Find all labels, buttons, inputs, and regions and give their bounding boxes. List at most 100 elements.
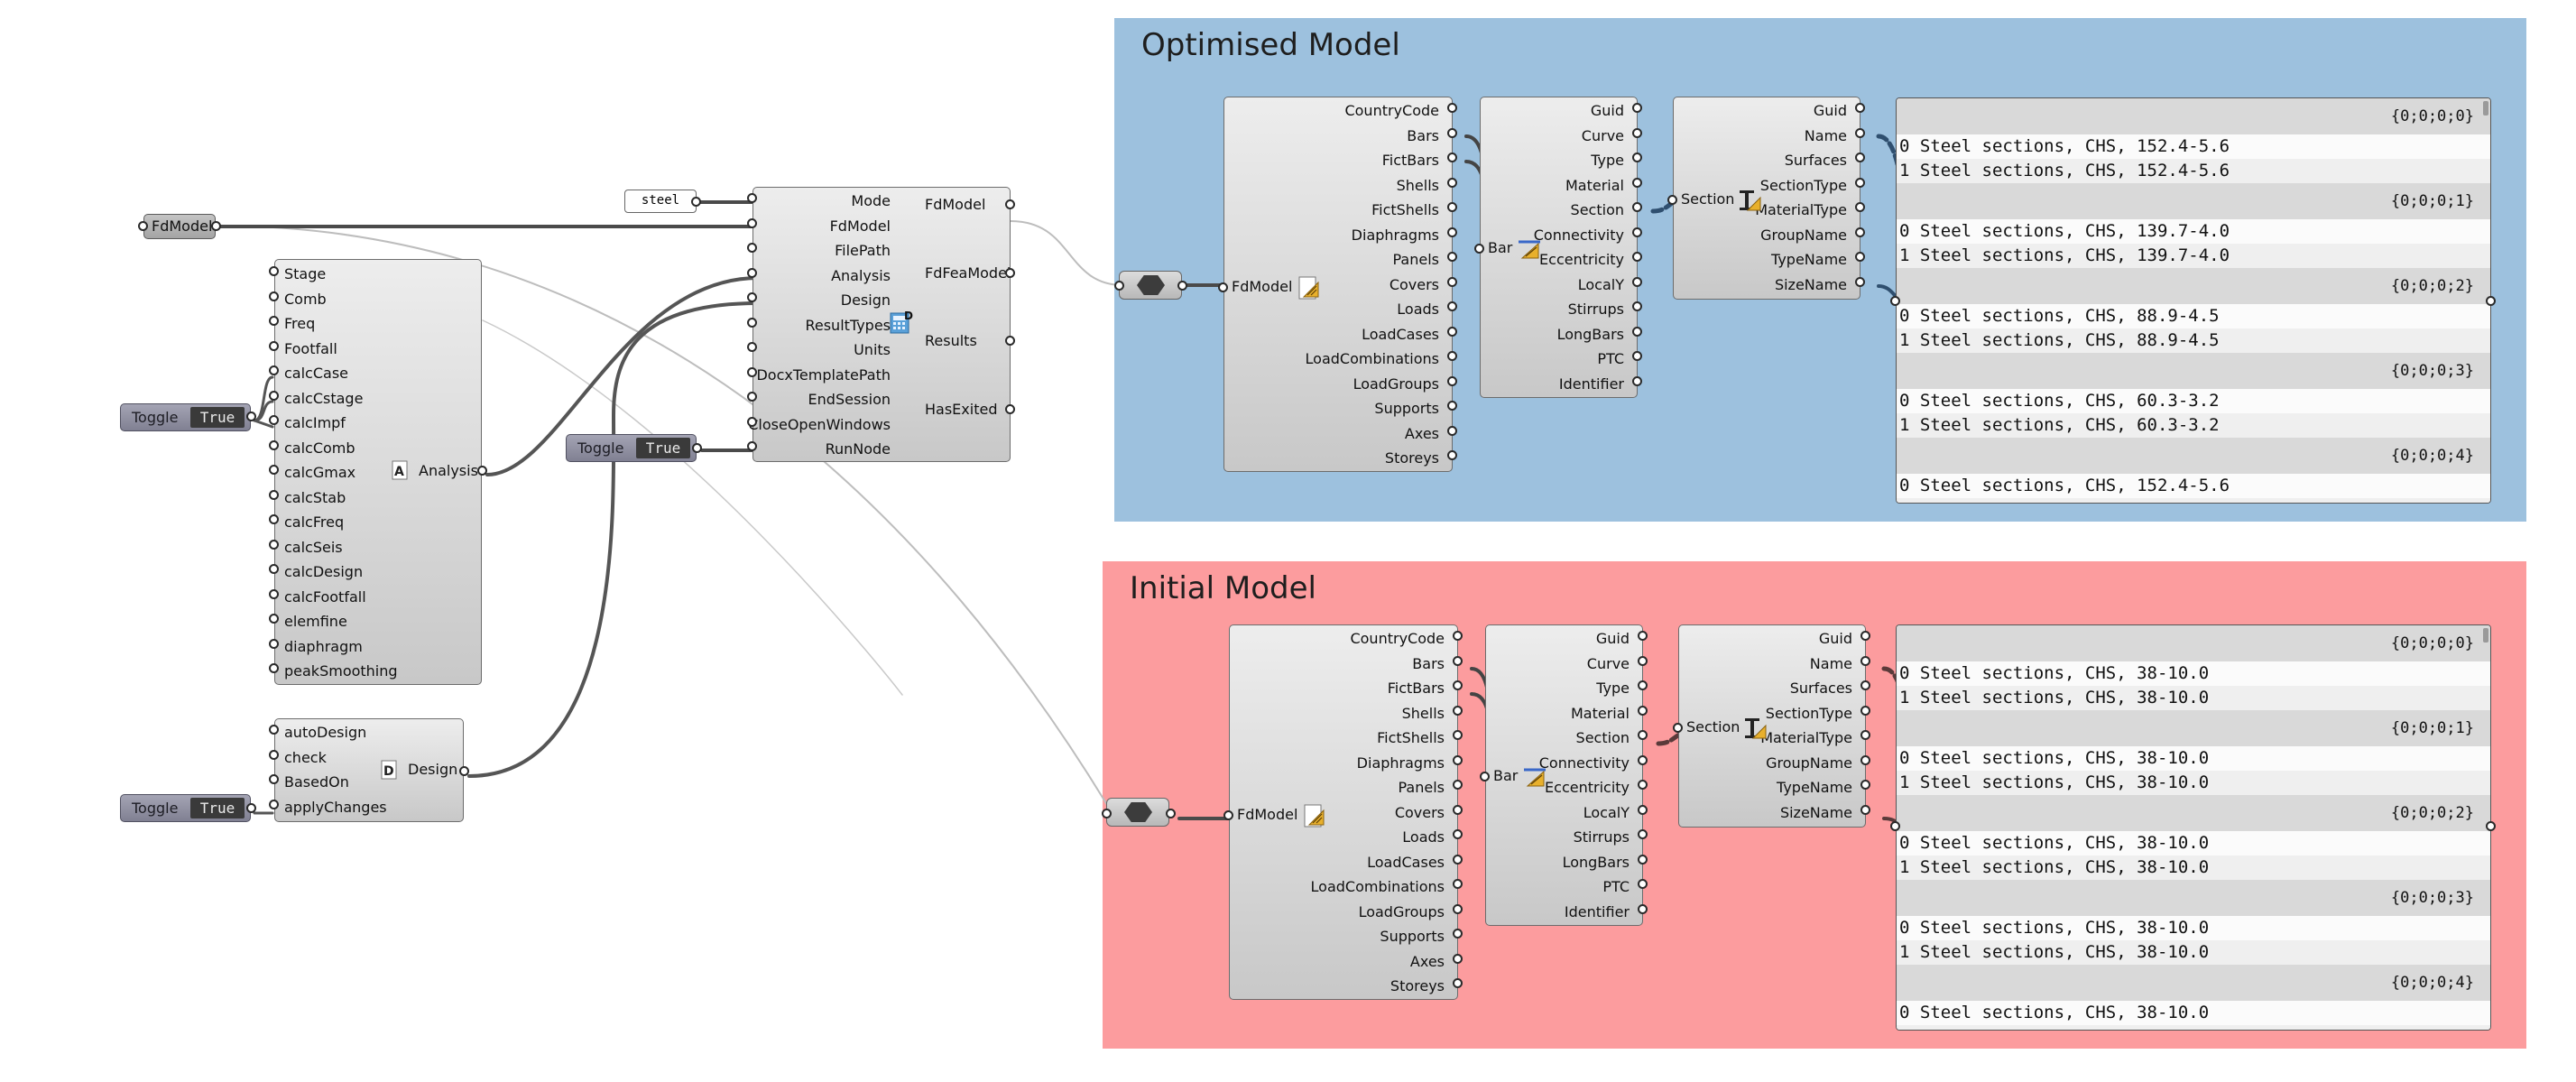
param-grip[interactable] bbox=[1855, 127, 1865, 138]
deconstruct-section-output-6[interactable]: TypeName bbox=[1771, 251, 1847, 268]
design-input-1[interactable]: check bbox=[284, 748, 327, 766]
deconstruct-section-output-2[interactable]: Surfaces bbox=[1784, 152, 1847, 169]
deconstruct-model-output-10[interactable]: LoadCombinations bbox=[1305, 350, 1439, 367]
deconstruct-section-input[interactable]: Section bbox=[1681, 190, 1735, 208]
param-grip[interactable] bbox=[269, 539, 279, 550]
analysis-input-7[interactable]: calcComb bbox=[284, 439, 355, 457]
param-grip[interactable] bbox=[1638, 754, 1648, 765]
input-grip[interactable] bbox=[138, 221, 148, 231]
deconstruct-model-output-2[interactable]: FictBars bbox=[1381, 152, 1439, 169]
deconstruct-model-output-12[interactable]: Supports bbox=[1374, 400, 1439, 417]
deconstruct-section-output-3[interactable]: SectionType bbox=[1765, 704, 1852, 722]
param-grip[interactable] bbox=[1638, 903, 1648, 914]
deconstruct-section-output-6[interactable]: TypeName bbox=[1777, 779, 1852, 796]
param-grip[interactable] bbox=[1453, 631, 1463, 641]
deconstruct-model-output-6[interactable]: Panels bbox=[1398, 779, 1445, 796]
deconstruct-model-output-0[interactable]: CountryCode bbox=[1350, 630, 1445, 647]
param-grip[interactable] bbox=[1860, 680, 1870, 690]
param-grip[interactable] bbox=[1480, 772, 1490, 781]
deconstruct-bar-output-4[interactable]: Section bbox=[1570, 201, 1624, 218]
deconstruct-bar-output-3[interactable]: Material bbox=[1571, 704, 1630, 722]
output-grip[interactable] bbox=[211, 221, 221, 231]
param-grip[interactable] bbox=[269, 340, 279, 351]
param-grip[interactable] bbox=[269, 365, 279, 375]
param-grip[interactable] bbox=[1223, 810, 1233, 820]
param-grip[interactable] bbox=[269, 774, 279, 784]
deconstruct-bar-output-5[interactable]: Connectivity bbox=[1538, 754, 1630, 772]
deconstruct-section-output-4[interactable]: MaterialType bbox=[1755, 201, 1847, 218]
deconstruct-model-output-7[interactable]: Covers bbox=[1389, 275, 1439, 293]
param-grip[interactable] bbox=[1632, 301, 1642, 311]
deconstruct-bar-output-6[interactable]: Eccentricity bbox=[1545, 779, 1630, 796]
steel-text-panel[interactable]: steel bbox=[624, 190, 697, 213]
deconstruct-model-output-6[interactable]: Panels bbox=[1392, 251, 1440, 268]
param-grip[interactable] bbox=[1453, 730, 1463, 740]
input-grip[interactable] bbox=[1890, 821, 1900, 831]
param-grip[interactable] bbox=[747, 416, 757, 427]
param-grip[interactable] bbox=[1453, 754, 1463, 765]
param-grip[interactable] bbox=[1005, 403, 1015, 414]
param-grip[interactable] bbox=[1860, 754, 1870, 765]
optimised-section-panel[interactable]: {0;0;0;0}0 Steel sections, CHS, 152.4-5.… bbox=[1896, 97, 2491, 504]
runner-output-1[interactable]: FdFeaModel bbox=[925, 264, 1011, 282]
param-grip[interactable] bbox=[747, 366, 757, 377]
output-grip[interactable] bbox=[246, 803, 256, 813]
param-grip[interactable] bbox=[1453, 854, 1463, 865]
param-grip[interactable] bbox=[1632, 177, 1642, 188]
param-grip[interactable] bbox=[1632, 375, 1642, 386]
param-grip[interactable] bbox=[1447, 202, 1457, 212]
param-grip[interactable] bbox=[1667, 195, 1677, 205]
param-grip[interactable] bbox=[269, 316, 279, 326]
analysis-input-14[interactable]: elemfine bbox=[284, 613, 347, 630]
runner-output-0[interactable]: FdModel bbox=[925, 196, 986, 213]
output-grip[interactable] bbox=[692, 443, 702, 453]
param-grip[interactable] bbox=[1453, 978, 1463, 988]
param-grip[interactable] bbox=[1632, 252, 1642, 262]
runner-output-2[interactable]: Results bbox=[925, 332, 977, 349]
param-grip[interactable] bbox=[1632, 103, 1642, 113]
deconstruct-model-output-5[interactable]: Diaphragms bbox=[1356, 754, 1445, 772]
deconstruct-bar-output-0[interactable]: Guid bbox=[1590, 102, 1624, 119]
param-grip[interactable] bbox=[269, 390, 279, 401]
run-toggle[interactable]: Toggle True bbox=[566, 434, 697, 462]
param-grip[interactable] bbox=[1855, 103, 1865, 113]
deconstruct-bar-output-11[interactable]: Identifier bbox=[1564, 902, 1630, 920]
param-grip[interactable] bbox=[1453, 680, 1463, 690]
design-input-2[interactable]: BasedOn bbox=[284, 773, 349, 791]
param-grip[interactable] bbox=[269, 614, 279, 624]
param-grip[interactable] bbox=[1632, 227, 1642, 237]
runner-input-2[interactable]: FilePath bbox=[835, 242, 891, 259]
param-grip[interactable] bbox=[1447, 351, 1457, 361]
analysis-input-0[interactable]: Stage bbox=[284, 265, 327, 282]
initial-relay[interactable] bbox=[1106, 798, 1169, 827]
param-grip[interactable] bbox=[1453, 705, 1463, 716]
param-grip[interactable] bbox=[1005, 199, 1015, 209]
param-grip[interactable] bbox=[1447, 153, 1457, 162]
deconstruct-model-output-1[interactable]: Bars bbox=[1407, 126, 1439, 144]
deconstruct-section-output-0[interactable]: Guid bbox=[1818, 630, 1852, 647]
param-grip[interactable] bbox=[1638, 655, 1648, 666]
runner-output-3[interactable]: HasExited bbox=[925, 400, 998, 418]
param-grip[interactable] bbox=[1860, 780, 1870, 790]
param-grip[interactable] bbox=[1638, 829, 1648, 839]
deconstruct-section-output-1[interactable]: Name bbox=[1809, 654, 1852, 672]
runner-input-4[interactable]: Design bbox=[840, 291, 891, 309]
param-grip[interactable] bbox=[747, 243, 757, 253]
param-grip[interactable] bbox=[1673, 723, 1683, 733]
toggle-value[interactable]: True bbox=[636, 438, 690, 458]
deconstruct-bar-output-10[interactable]: PTC bbox=[1602, 878, 1630, 895]
param-grip[interactable] bbox=[1453, 804, 1463, 815]
param-grip[interactable] bbox=[747, 392, 757, 402]
deconstruct-model-output-11[interactable]: LoadGroups bbox=[1358, 902, 1445, 920]
runner-input-0[interactable]: Mode bbox=[851, 192, 891, 209]
analysis-input-9[interactable]: calcStab bbox=[284, 488, 346, 506]
runner-input-3[interactable]: Analysis bbox=[831, 266, 891, 284]
param-grip[interactable] bbox=[269, 663, 279, 673]
input-grip[interactable] bbox=[1102, 809, 1112, 818]
